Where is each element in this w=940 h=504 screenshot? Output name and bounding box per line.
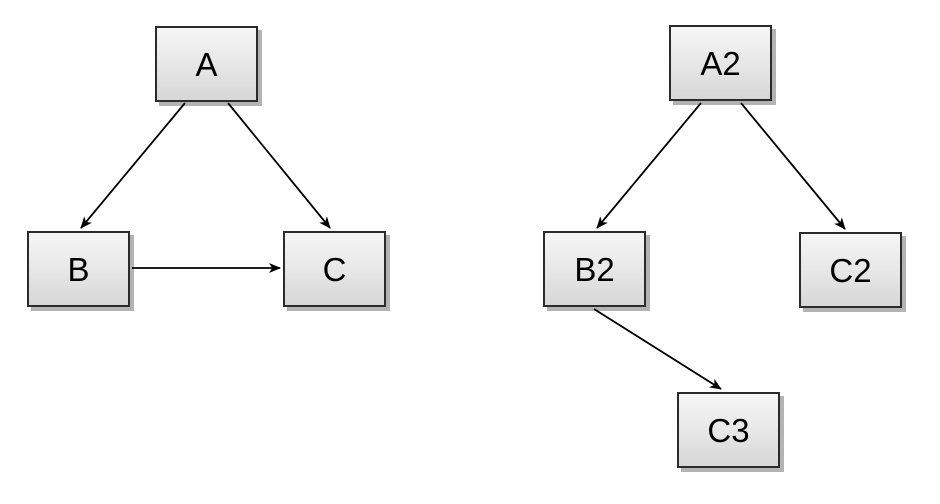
node-label-C2: C2: [829, 251, 872, 289]
node-A2[interactable]: A2: [669, 25, 772, 101]
node-C3[interactable]: C3: [677, 392, 780, 468]
edge-A2-to-C2[interactable]: [740, 102, 846, 230]
edge-A-to-C[interactable]: [227, 102, 331, 229]
edge-A-to-B[interactable]: [80, 102, 186, 229]
edge-A2-to-B2[interactable]: [596, 102, 702, 229]
node-B[interactable]: B: [27, 231, 130, 307]
node-C2[interactable]: C2: [799, 232, 902, 308]
edge-B2-to-C3[interactable]: [593, 308, 722, 390]
node-label-C3: C3: [707, 411, 750, 449]
node-label-A2: A2: [700, 44, 741, 82]
node-label-B: B: [67, 250, 90, 288]
node-label-A: A: [195, 45, 218, 83]
node-B2[interactable]: B2: [543, 231, 646, 307]
node-A[interactable]: A: [155, 26, 258, 102]
node-label-B2: B2: [574, 250, 615, 288]
node-label-C: C: [322, 250, 347, 288]
node-C[interactable]: C: [283, 231, 386, 307]
